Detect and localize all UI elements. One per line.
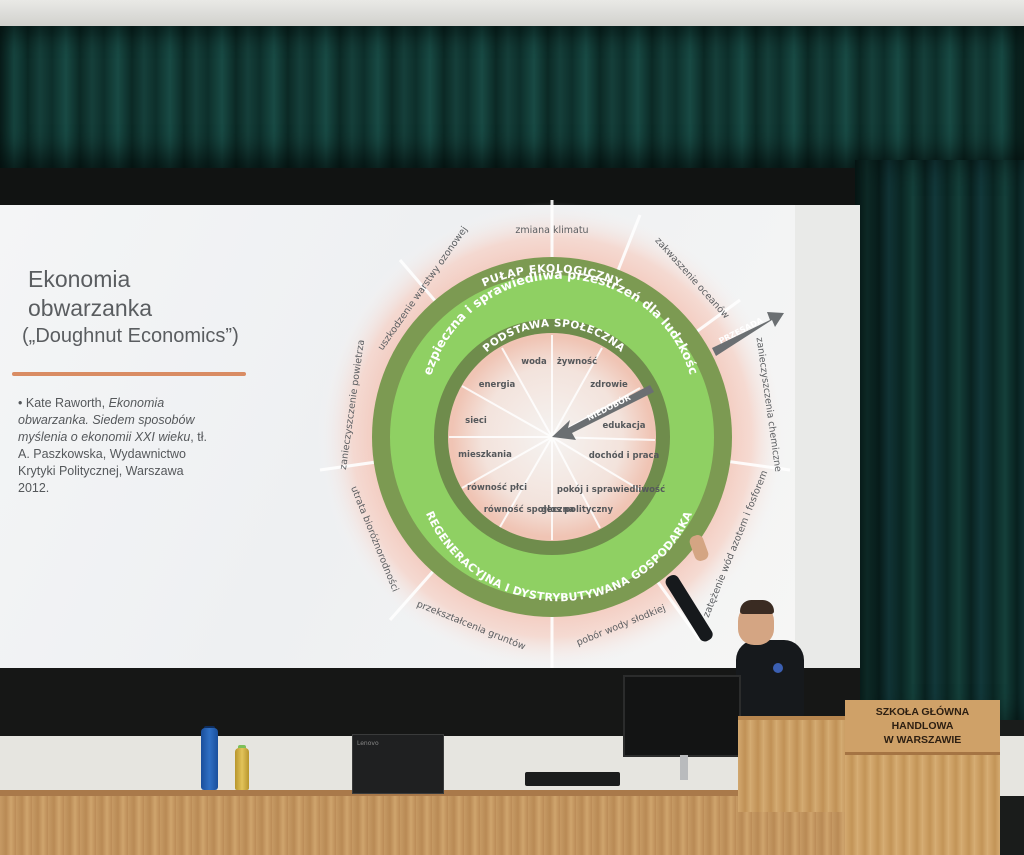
speaker-hair — [740, 600, 774, 614]
citation-bullet: • — [18, 396, 23, 410]
inner-label-2: zdrowie — [590, 380, 628, 390]
juice-bottle — [235, 748, 249, 790]
inner-label-10: sieci — [465, 416, 487, 426]
inner-label-8: równość płci — [467, 482, 527, 493]
citation-book: Ekonomia obwarzanka. Siedem sposobów myś… — [18, 396, 195, 444]
monitor-stand — [680, 755, 688, 780]
citation: • Kate Raworth, Ekonomia obwarzanka. Sie… — [18, 395, 218, 497]
shortfall-arrow — [552, 385, 654, 440]
slide-subtitle: („Doughnut Economics”) — [22, 325, 239, 347]
inner-label-1: żywność — [557, 356, 597, 367]
hoodie-badge — [773, 663, 783, 673]
slide-title-line2: obwarzanka — [28, 295, 153, 321]
inner-label-4: dochód i praca — [589, 450, 660, 461]
inner-label-9: mieszkania — [458, 450, 512, 460]
social-foundation-labels: woda żywność zdrowie edukacja dochód i p… — [458, 356, 665, 515]
inner-label-5: pokój i sprawiedliwość — [557, 484, 665, 495]
screen-edge — [795, 205, 860, 685]
podium-sign-line1: SZKOŁA GŁÓWNA HANDLOWA — [875, 706, 970, 732]
inner-label-3: edukacja — [603, 421, 646, 431]
water-bottle — [201, 728, 218, 790]
monitor — [623, 675, 741, 757]
laptop-brand: Lenovo — [357, 740, 379, 747]
lectern — [738, 716, 848, 812]
curtain-valance — [0, 26, 1024, 171]
podium-sign-line2: W WARSZAWIE — [883, 734, 962, 746]
citation-author: Kate Raworth, — [25, 396, 109, 410]
inner-label-7: równość społeczna — [484, 504, 575, 515]
curtain-right — [855, 160, 1024, 720]
citation-rest: , tł. A. Paszkowska, Wydawnictwo Krytyki… — [18, 430, 207, 495]
overshoot-arrow — [712, 312, 784, 356]
inner-label-6: głos polityczny — [541, 505, 613, 515]
slide-title: Ekonomia obwarzanka — [28, 265, 152, 323]
slide-title-line1: Ekonomia — [28, 266, 131, 292]
inner-label-11: energia — [479, 380, 516, 390]
laptop — [352, 734, 444, 794]
title-underline — [12, 372, 246, 376]
keyboard — [525, 772, 620, 786]
outer-label-0: zmiana klimatu — [515, 225, 588, 236]
inner-label-0: woda — [521, 357, 547, 367]
podium-sign: SZKOŁA GŁÓWNA HANDLOWA W WARSZAWIE — [845, 700, 1000, 755]
desk — [0, 790, 860, 855]
ceiling — [0, 0, 1024, 28]
speaker-body — [736, 640, 804, 720]
screen-frame — [0, 168, 860, 206]
